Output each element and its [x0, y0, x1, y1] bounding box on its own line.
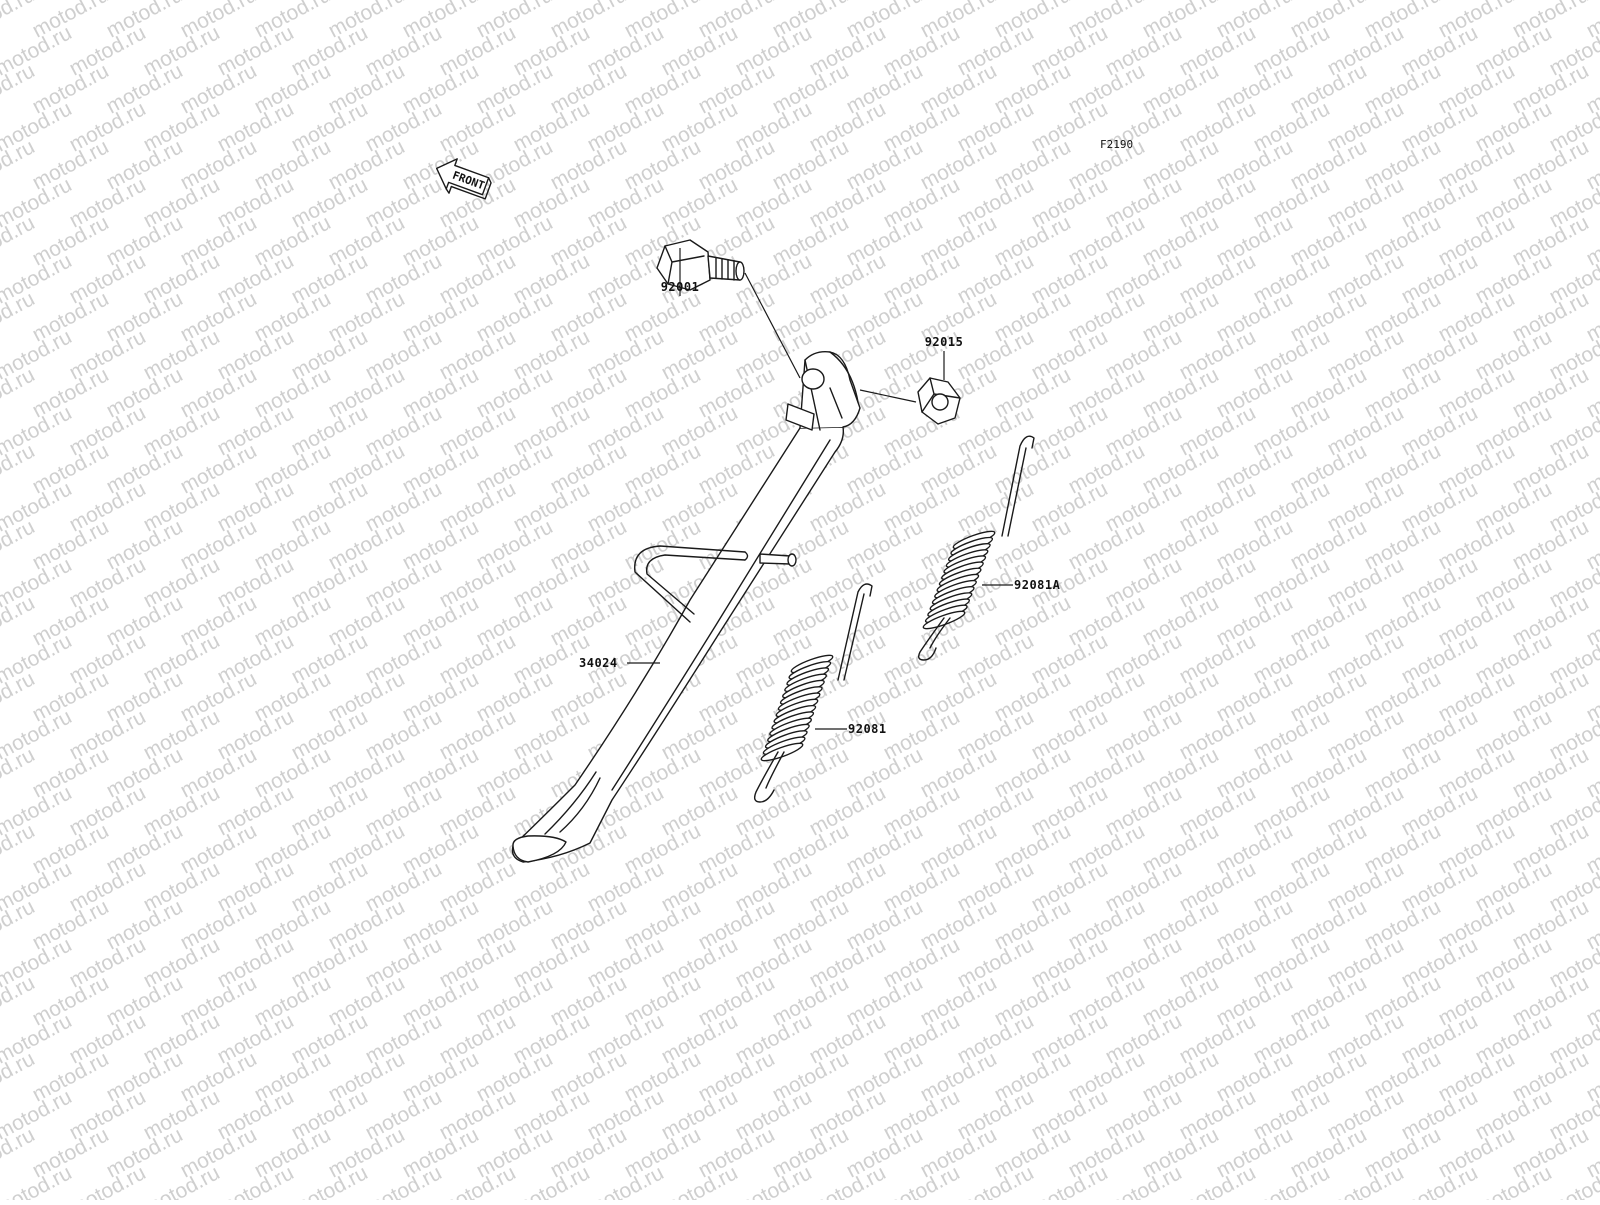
- spring-coil: [760, 742, 804, 762]
- figure-code: F2190: [1100, 138, 1133, 151]
- front-arrow-icon: FRONT: [435, 158, 492, 200]
- part-label-34024: 34024: [579, 656, 618, 670]
- spring-a-part: [917, 435, 1035, 661]
- part-label-92081A: 92081A: [1014, 578, 1061, 592]
- side-stand-part: [511, 350, 861, 863]
- part-label-92001: 92001: [661, 280, 700, 294]
- nut-part: [917, 377, 961, 425]
- bolt-part: [656, 239, 745, 291]
- part-label-92015: 92015: [925, 335, 964, 349]
- spring-part: [753, 583, 873, 803]
- part-label-92081: 92081: [848, 722, 887, 736]
